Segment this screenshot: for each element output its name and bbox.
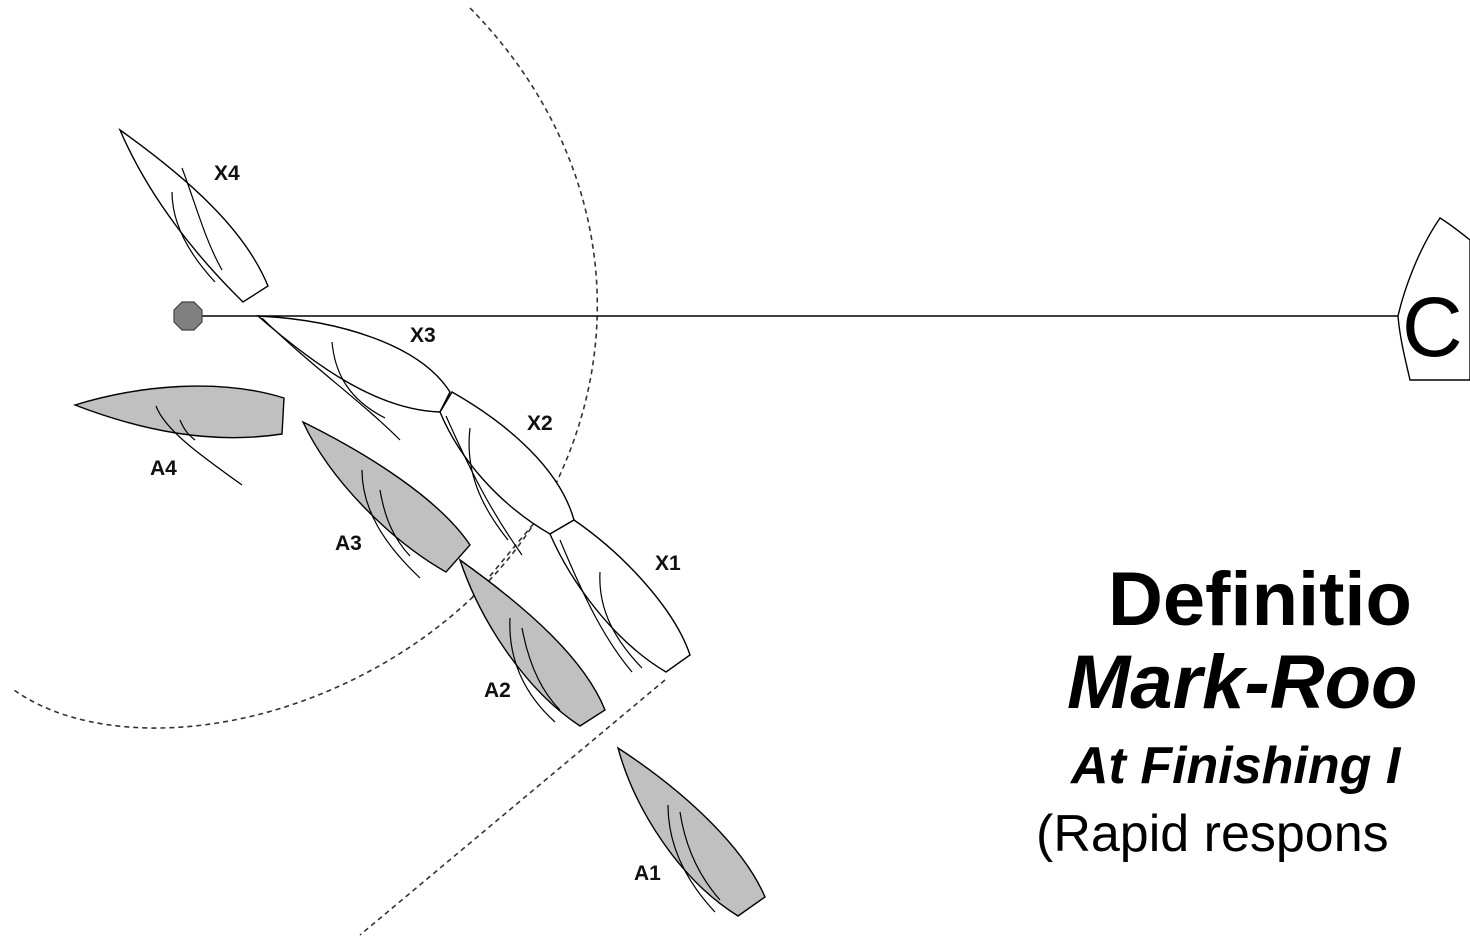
- label-x1: X1: [655, 552, 681, 575]
- title-line-4: (Rapid respons: [1036, 805, 1389, 863]
- label-a4: A4: [150, 457, 177, 480]
- finish-approach-line: [469, 509, 546, 601]
- label-x2: X2: [527, 412, 553, 435]
- label-a2: A2: [484, 679, 511, 702]
- label-x3: X3: [410, 324, 436, 347]
- title-line-2: Mark-Roo: [1067, 640, 1418, 725]
- boat-x4: X4: [118, 127, 269, 303]
- boat-a4: A4: [72, 385, 285, 486]
- title-line-1: Definitio: [1108, 557, 1412, 642]
- boat-x3: X3: [256, 315, 451, 441]
- committee-boat-letter: C: [1402, 280, 1463, 374]
- committee-boat: C: [1397, 217, 1470, 381]
- label-x4: X4: [214, 162, 240, 185]
- boat-x1: X1: [549, 519, 691, 673]
- boat-a3: A3: [301, 420, 471, 579]
- finish-mark: [173, 301, 203, 331]
- label-a3: A3: [335, 532, 362, 555]
- label-a1: A1: [634, 862, 661, 885]
- boat-a2: A2: [458, 558, 606, 727]
- boat-x2: X2: [439, 391, 575, 556]
- overlap-line: [359, 679, 666, 936]
- boat-a1: A1: [616, 746, 766, 917]
- title-line-3: At Finishing I: [1071, 737, 1401, 795]
